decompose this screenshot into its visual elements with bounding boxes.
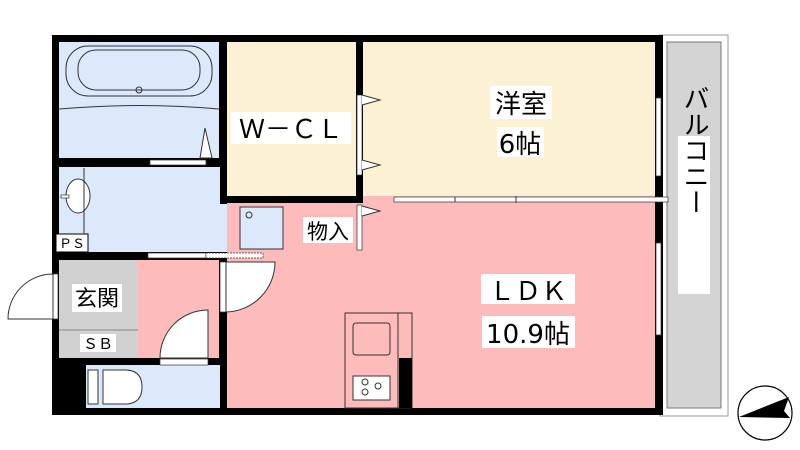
label-bg [72,284,122,312]
wash-sliding-door[interactable] [147,252,207,259]
ldk-door-swing [225,261,276,313]
ldk-door[interactable] [219,261,227,313]
bathtub-icon [65,45,213,97]
ldk-name: ＬＤＫ [489,277,567,307]
label-bg [490,86,552,119]
entry-door[interactable] [52,273,59,320]
toilet-tank-icon [87,369,99,405]
bath-door-icon [199,127,213,159]
toilet-door[interactable] [159,358,209,366]
storage-name: 物入 [307,220,349,244]
stove-icon [352,375,391,401]
washer-drain [245,211,253,219]
label-bg [482,316,575,348]
north-arrow-icon [737,385,793,441]
wcl-door-arrow [361,94,382,171]
wash-sliding-door-2[interactable] [205,252,264,259]
toilet-door-swing [159,309,209,359]
kitchen-sink-icon [352,322,391,356]
bathtub-inner [77,49,201,91]
label-bg [231,112,351,144]
kitchen-wall-column [399,358,412,408]
western-room-size: 6帖 [499,130,542,160]
toilet-icon [102,369,143,405]
bath-edge [58,105,220,110]
washer-pan-icon [239,206,284,250]
bathroom [59,42,219,158]
label-bg [678,136,710,294]
ldk-room [227,203,655,408]
ldk-size: 10.9帖 [486,320,570,350]
washbasin-icon [65,178,91,214]
storage-door-arrow [361,205,382,217]
entry-door-swing [7,273,54,320]
label-bg [303,217,353,243]
label-bg [497,127,544,157]
western-room-name: 洋室 [495,90,547,120]
burner [374,382,382,390]
western-window[interactable] [655,97,662,177]
label-bg [481,274,575,304]
entrance-name: 玄関 [75,287,119,312]
wcl-door[interactable] [356,94,363,176]
burner [361,388,369,396]
storage-door[interactable] [356,204,363,251]
faucet-icon [60,194,70,199]
shoebox-name: ＳＢ [83,335,113,353]
balcony-name: バルコニー [679,85,709,215]
drain-icon [135,86,143,94]
bath-sliding-door[interactable] [149,159,207,166]
wcl-name: Ｗ－ＣＬ [239,115,343,145]
ldk-window[interactable] [655,242,662,336]
label-bg [80,334,116,352]
ps-name: ＰＳ [59,237,85,252]
burner [361,378,369,386]
ps-box [55,233,89,253]
western-sliding-door[interactable] [393,196,669,203]
